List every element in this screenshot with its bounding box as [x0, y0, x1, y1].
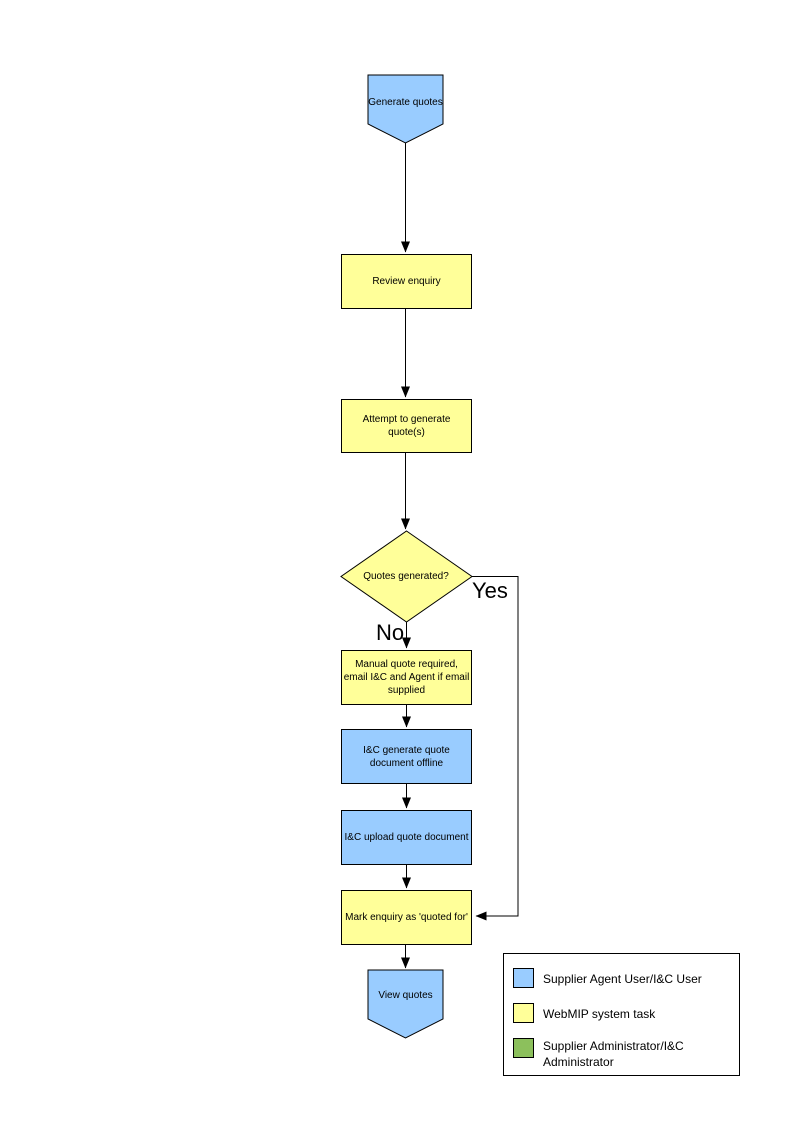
process-ic-generate-offline: I&C generate quote document offline: [341, 729, 472, 784]
end-terminator-shape: [367, 969, 444, 1039]
legend-swatch-administrator: [513, 1038, 534, 1058]
branch-label-no: No: [376, 620, 405, 645]
process-attempt-generate-label: Attempt to generate quote(s): [362, 414, 451, 438]
legend-swatch-system-task: [513, 1003, 534, 1023]
process-review-enquiry-label: Review enquiry: [372, 276, 441, 287]
process-ic-upload: I&C upload quote document: [341, 810, 472, 865]
legend-label-system-task: WebMIP system task: [543, 1007, 656, 1021]
branch-label-yes: Yes: [472, 578, 508, 603]
legend-swatch-agent-user: [513, 968, 534, 988]
process-manual-quote: Manual quote required, email I&C and Age…: [341, 650, 472, 705]
legend-box: Supplier Agent User/I&C User WebMIP syst…: [503, 953, 740, 1076]
process-review-enquiry: Review enquiry: [341, 254, 472, 309]
process-attempt-generate: Attempt to generate quote(s): [341, 399, 472, 453]
legend-label-administrator: Supplier Administrator/I&C Administrator: [543, 1039, 684, 1069]
legend-label-agent-user: Supplier Agent User/I&C User: [543, 972, 702, 986]
process-ic-generate-offline-label: I&C generate quote document offline: [363, 744, 450, 769]
start-terminator-shape: [367, 74, 444, 144]
process-mark-quoted: Mark enquiry as 'quoted for': [341, 890, 472, 945]
process-mark-quoted-label: Mark enquiry as 'quoted for': [345, 912, 468, 923]
process-ic-upload-label: I&C upload quote document: [344, 832, 469, 843]
process-manual-quote-label: Manual quote required, email I&C and Age…: [343, 659, 470, 696]
decision-diamond-shape: [340, 530, 473, 623]
arrow-decision-yes-to-mark: [472, 576, 519, 921]
